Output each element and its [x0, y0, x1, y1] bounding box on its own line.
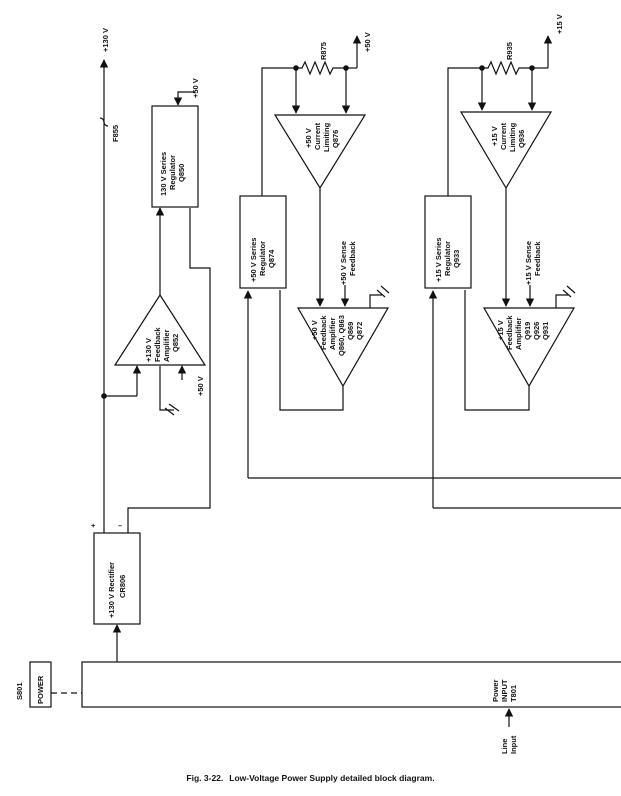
fb130-label-4: Q852	[171, 334, 180, 352]
figure-caption: Fig. 3-22. Low-Voltage Power Supply detai…	[0, 773, 621, 783]
transformer-label-2: INPUT	[500, 679, 509, 702]
reg130-label-1: 130 V Series	[159, 152, 168, 196]
transformer-label-1: Power	[491, 679, 500, 702]
switch-designator: S801	[15, 682, 24, 700]
reg130-label-2: Regulator	[168, 155, 177, 190]
sense50-label-2: Feedback	[348, 241, 357, 276]
regulator-130v: 130 V Series Regulator Q850 +50 V	[151, 78, 200, 295]
reg50-label-1: +50 V Series	[249, 238, 258, 282]
fb130-label-2: Feedback	[153, 327, 162, 362]
transformer-label-3: T801	[509, 685, 518, 702]
fb50-label-6: Q872	[355, 322, 364, 340]
fb130-label-1: +130 V	[144, 338, 153, 362]
cl15-label-3: Limiting	[508, 122, 517, 152]
reg50-label-3: Q874	[267, 249, 276, 268]
reg130-label-3: Q850	[177, 164, 186, 182]
r875-label: R875	[319, 42, 328, 60]
cl15-label-2: Current	[499, 122, 508, 150]
fb50-label-1: +50 V	[310, 320, 319, 340]
feedback-amp-130v: +130 V Feedback Amplifier Q852 +50 V	[113, 293, 207, 416]
cl50-label-3: Limiting	[322, 122, 331, 152]
reg15-label-3: Q933	[452, 250, 461, 268]
plus-sign: +	[91, 521, 96, 530]
rectifier-label-2: CR806	[118, 575, 127, 598]
minus-sign: –	[118, 521, 122, 530]
fb130-ref-label: +50 V	[196, 376, 205, 396]
sense50-label-1: +50 V Sense	[339, 241, 348, 285]
figure-title: Low-Voltage Power Supply detailed block …	[229, 773, 435, 783]
fb130-label-3: Amplifier	[162, 329, 171, 362]
rectifier-block: +130 V Rectifier CR806 + –	[91, 521, 141, 662]
fb50-label-2: Feedback	[319, 315, 328, 350]
cl50-label-4: Q876	[331, 130, 340, 148]
fuse-label: F855	[111, 125, 120, 142]
section-50v: +50 V R875 +50 V Current Limiting Q876 +…	[239, 32, 621, 479]
sense15-label-1: +15 V Sense	[524, 241, 533, 285]
fb15-label-2: Feedback	[505, 315, 514, 350]
line-input-label-2: Input	[509, 735, 518, 754]
section-15v: +15 V R935 +15 V Current Limiting Q936 +…	[424, 14, 621, 509]
cl15-label-1: +15 V	[490, 126, 499, 146]
reg50-label-2: Regulator	[258, 241, 267, 276]
line-input-label-1: Line	[500, 739, 509, 754]
reg15-label-2: Regulator	[443, 241, 452, 276]
sense15-label-2: Feedback	[533, 241, 542, 276]
cl50-label-2: Current	[313, 122, 322, 150]
figure-number: Fig. 3-22.	[186, 773, 224, 783]
fb50-label-3: Amplifier	[328, 317, 337, 350]
rectifier-label-1: +130 V Rectifier	[107, 562, 116, 618]
output-15v-label: +15 V	[555, 14, 564, 34]
power-switch: POWER S801	[15, 661, 82, 708]
transformer-block: Power INPUT T801 Line Input	[81, 661, 621, 754]
fb15-label-1: +15 V	[496, 320, 505, 340]
reg15-label-1: +15 V Series	[434, 238, 443, 282]
reg130-input-label: +50 V	[191, 78, 200, 98]
fb15-label-3: Amplifier	[514, 317, 523, 350]
cl50-label-1: +50 V	[304, 128, 313, 148]
fb15-label-6: Q931	[541, 322, 550, 340]
fb15-label-5: Q926	[532, 322, 541, 340]
r935-label: R935	[505, 42, 514, 60]
rail-130v: +130 V F855	[99, 28, 137, 533]
fb15-label-4: Q919	[523, 322, 532, 340]
output-130v-label: +130 V	[101, 28, 110, 52]
cl15-label-4: Q936	[517, 130, 526, 148]
fb50-label-5: Q869	[346, 322, 355, 340]
power-switch-label: POWER	[36, 675, 45, 704]
fb50-label-4: Q860, Q863	[337, 315, 346, 356]
output-50v-label: +50 V	[363, 32, 372, 52]
